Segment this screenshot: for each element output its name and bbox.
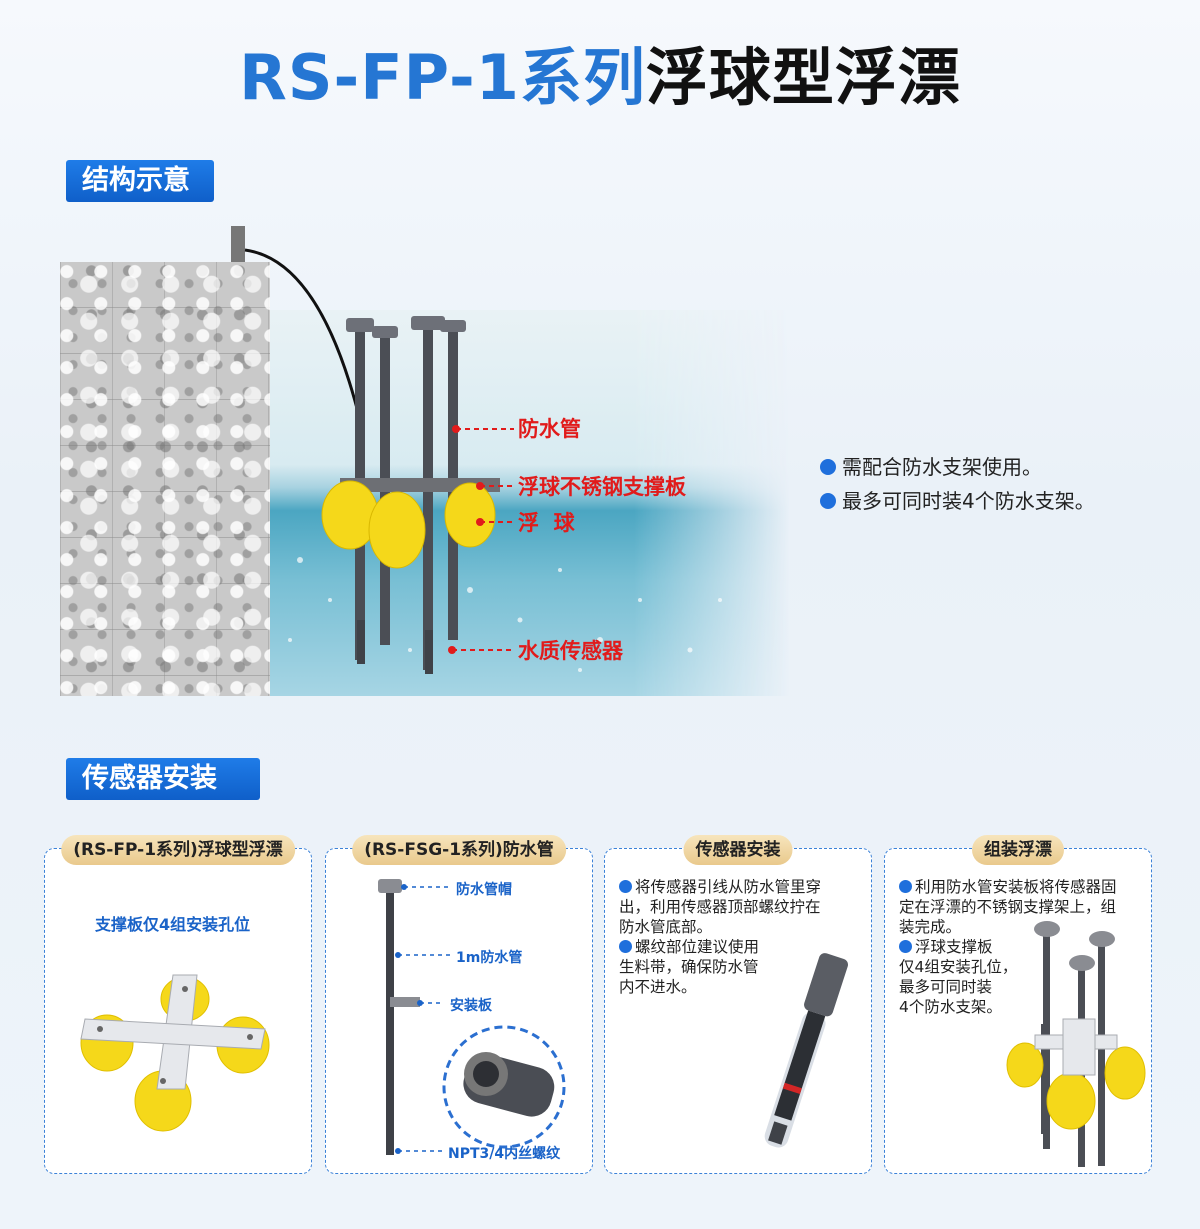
bullet-icon — [820, 459, 836, 475]
card-pipe-tag: (RS-FSG-1系列)防水管 — [352, 835, 566, 865]
label-mount-plate: 安装板 — [450, 998, 492, 1014]
label-tube: 1m防水管 — [456, 950, 523, 966]
water-bubbles — [288, 557, 722, 672]
card-sensor-install-tag: 传感器安装 — [683, 835, 793, 865]
float-cross-illustration — [80, 974, 270, 1132]
sensor-tips — [357, 620, 433, 674]
callout-sensor: 水质传感器 — [518, 639, 623, 663]
card-float-note: 支撑板仅4组安装孔位 — [95, 915, 251, 934]
card-float-tag: (RS-FP-1系列)浮球型浮漂 — [61, 835, 295, 865]
float-balls — [321, 480, 496, 569]
page-title: RS-FP-1系列浮球型浮漂 — [0, 38, 1200, 118]
label-thread: NPT3/4内丝螺纹 — [448, 1146, 561, 1162]
card-sensor-install: 传感器安装 将传感器引线从防水管里穿 出，利用传感器顶部螺纹拧在 防水管底部。 … — [604, 835, 872, 1174]
callout-plate: 浮球不锈钢支撑板 — [518, 475, 686, 499]
note-item: 需配合防水支架使用。 — [820, 450, 1095, 484]
structure-notes: 需配合防水支架使用。 最多可同时装4个防水支架。 — [820, 450, 1095, 518]
section-structure-tag: 结构示意 — [66, 160, 214, 202]
pipe-caps — [346, 316, 466, 338]
callout-dots — [448, 425, 484, 654]
note-item: 最多可同时装4个防水支架。 — [820, 484, 1095, 518]
bullet-icon — [619, 940, 632, 953]
sensor-cable — [244, 248, 362, 421]
bullet-icon — [820, 493, 836, 509]
bullet-icon — [899, 940, 912, 953]
sensor-illustration — [764, 953, 848, 1148]
callout-lines — [452, 428, 514, 651]
concrete-wall — [60, 262, 270, 696]
bullet-icon — [619, 880, 632, 893]
assembled-float-illustration — [1006, 921, 1146, 1167]
bullet-icon — [899, 880, 912, 893]
assemble-note: 利用防水管安装板将传感器固 定在浮漂的不锈钢支撑架上，组 装完成。 浮球支撑板 … — [899, 878, 1117, 1016]
card-pipe: (RS-FSG-1系列)防水管 防水管帽 1m防水管 安装板 NPT3/4内丝螺… — [325, 835, 593, 1174]
title-product: 浮球型浮漂 — [645, 41, 961, 114]
section-install-tag: 传感器安装 — [66, 758, 260, 800]
pipe-illustration — [378, 879, 566, 1155]
card-assemble-tag: 组装浮漂 — [972, 835, 1064, 865]
sensor-install-note: 将传感器引线从防水管里穿 出，利用传感器顶部螺纹拧在 防水管底部。 螺纹部位建议… — [619, 878, 822, 996]
title-series: RS-FP-1系列 — [239, 41, 646, 114]
callout-float: 浮 球 — [518, 511, 575, 535]
cable-post — [231, 226, 245, 262]
card-float: (RS-FP-1系列)浮球型浮漂 支撑板仅4组安装孔位 — [44, 835, 312, 1174]
card-assemble: 组装浮漂 利用防水管安装板将传感器固 定在浮漂的不锈钢支撑架上，组 装完成。 浮… — [884, 835, 1152, 1174]
callout-pipe: 防水管 — [518, 417, 581, 441]
label-pipe-cap: 防水管帽 — [456, 882, 512, 898]
